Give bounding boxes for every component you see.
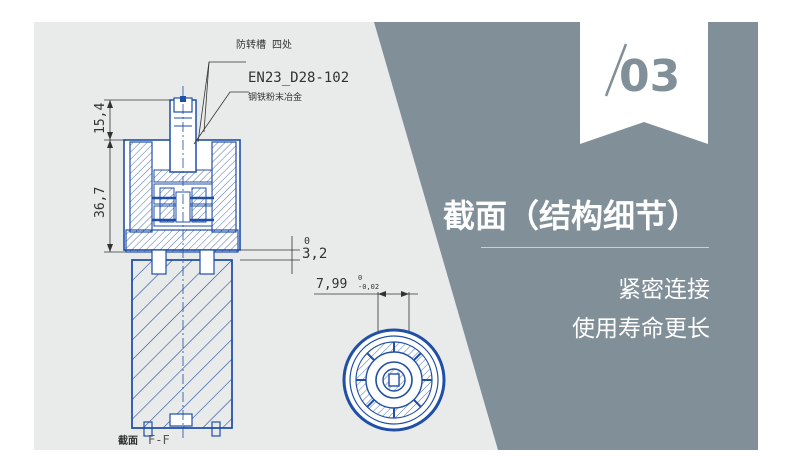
dim-width: 7,99 <box>316 277 347 292</box>
side-section-view <box>123 86 241 440</box>
label-code: EN23_D28-102 <box>248 70 349 86</box>
tol-value: 3,2 <box>302 246 327 262</box>
number-badge <box>580 22 708 144</box>
dim-width-tol-upper: 0 <box>358 274 362 282</box>
subtitle-line-2: 使用寿命更长 <box>572 316 710 342</box>
subtitle-line-1: 紧密连接 <box>618 277 710 303</box>
tol-upper: 0 <box>304 236 310 247</box>
label-material: 钢铁粉末冶金 <box>248 91 302 103</box>
end-view: 7,99 0 -0,02 <box>314 274 446 432</box>
headline-divider <box>481 247 709 248</box>
cad-drawing: 防转槽 四处 EN23_D28-102 钢铁粉末冶金 15,4 36,7 0 3… <box>93 38 446 447</box>
badge-number: 03 <box>619 51 681 102</box>
label-groove: 防转槽 四处 <box>236 38 292 51</box>
headline: 截面（结构细节） <box>443 197 700 235</box>
section-cn: 截面 <box>118 434 138 447</box>
section-label: F-F <box>148 433 170 447</box>
dim-height: 36,7 <box>93 187 108 218</box>
side-dimensions <box>104 61 300 274</box>
dim-width-tol-lower: -0,02 <box>358 283 379 291</box>
dim-top: 15,4 <box>93 103 108 134</box>
